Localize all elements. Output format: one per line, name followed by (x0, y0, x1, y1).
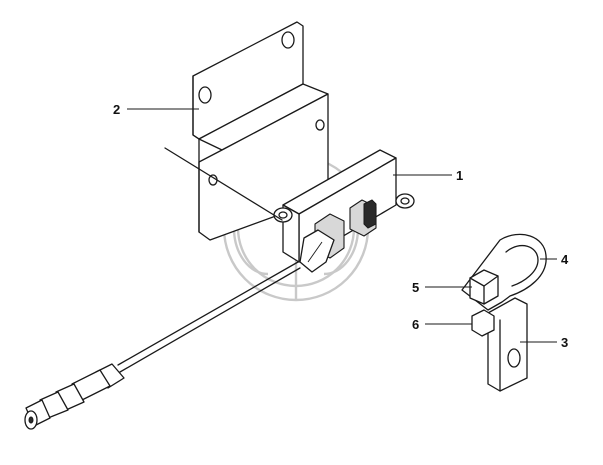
clip-bracket (487, 297, 528, 392)
callout-1: 1 (456, 168, 463, 183)
callout-5: 5 (412, 280, 419, 295)
bolt (469, 269, 499, 305)
callout-4: 4 (561, 252, 569, 267)
callout-2: 2 (113, 102, 120, 117)
leader-lines (127, 108, 557, 343)
callout-3: 3 (561, 335, 568, 350)
oxygen-sensor (24, 147, 301, 430)
callout-6: 6 (412, 317, 419, 332)
nut (471, 309, 495, 337)
control-module (273, 149, 415, 273)
